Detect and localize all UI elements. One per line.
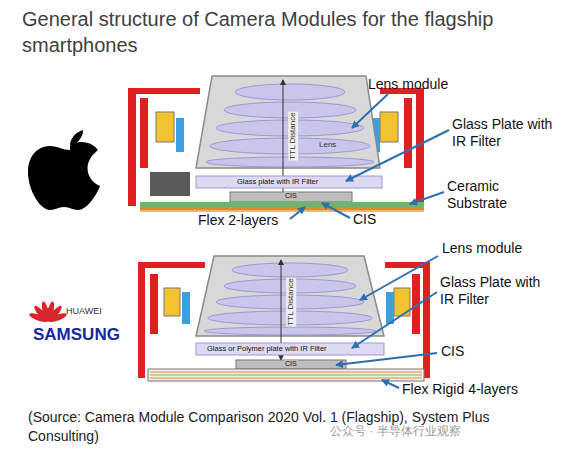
callout-label: Flex Rigid 4-layers [402, 381, 518, 398]
android-camera-module [138, 256, 430, 381]
callout-label: Glass Plate with IR Filter [452, 116, 558, 150]
brand-name: HUAWEI [66, 306, 102, 317]
dimension-label: TTL Distance [286, 277, 296, 326]
dimension-label: TTL Distance [288, 111, 298, 160]
callout-label: Flex 2-layers [198, 212, 278, 229]
apple-camera-module [128, 76, 424, 212]
caption: (Source: Camera Module Comparison 2020 V… [28, 408, 548, 446]
brand-name: SAMSUNG [33, 325, 120, 345]
title: General structure of Camera Modules for … [22, 6, 547, 58]
part-label: CIS [284, 192, 298, 200]
part-label: CIS [284, 360, 298, 368]
part-label: Glass or Polymer plate with IR Filter [206, 344, 328, 353]
callout-label: Lens module [442, 240, 522, 257]
callout-label: CIS [353, 211, 376, 228]
callout-label: Glass Plate with IR Filter [440, 274, 552, 308]
callout-label: CIS [441, 343, 464, 360]
watermark: 公众号 · 半导体行业观察 [330, 424, 461, 438]
part-label: Lens [318, 140, 337, 150]
apple-logo [28, 130, 100, 210]
callout-label: Lens module [368, 76, 448, 93]
part-label: Glass plate with IR Filter [236, 177, 319, 186]
huawei-logo [28, 301, 68, 324]
callout-label: Ceramic Substrate [447, 178, 547, 212]
